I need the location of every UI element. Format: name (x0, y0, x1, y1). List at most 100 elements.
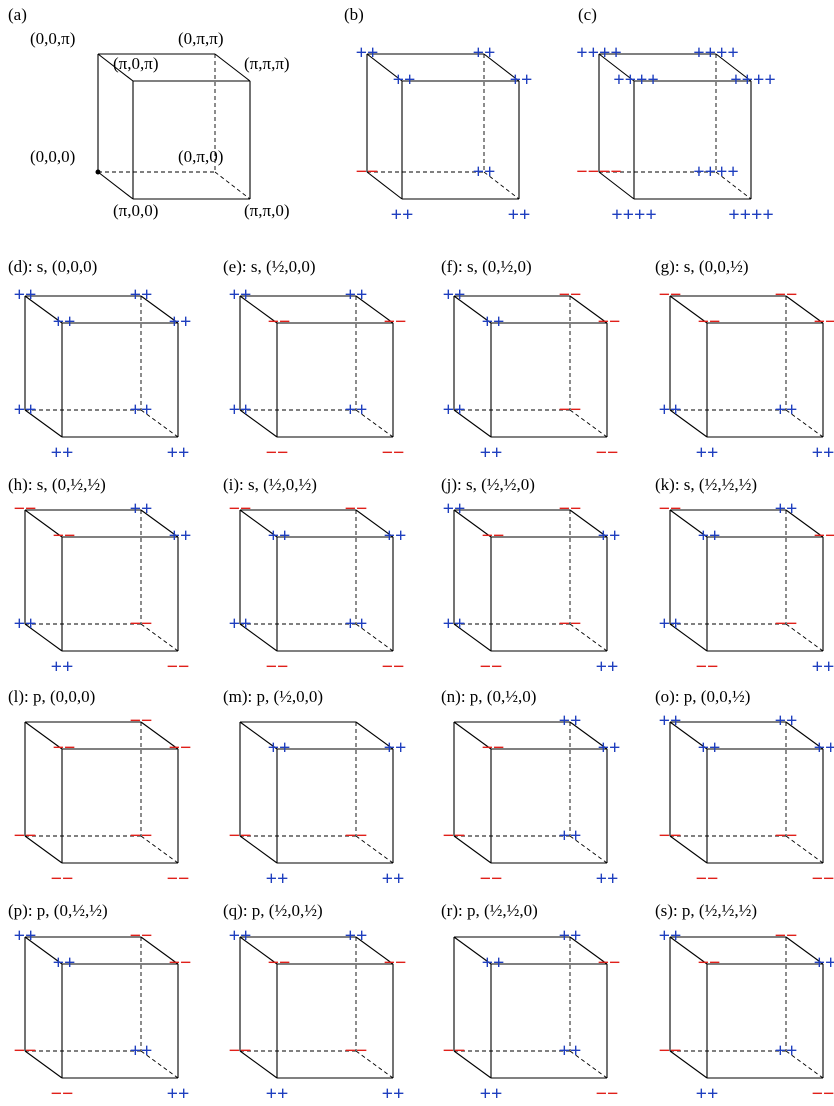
panel-b-ftr-sign: ++ (510, 69, 533, 91)
corner-label-front-bottom-left: (π,0,0) (113, 201, 158, 220)
corner-label-front-bottom-right: (π,π,0) (244, 201, 290, 220)
panel-label: (e): s, (½,0,0) (223, 257, 316, 276)
panel-j-bl-sign: ++ (443, 613, 466, 635)
panel-a-label: (a) (8, 5, 27, 24)
panel-m: (m): p, (½,0,0)++++−−−−++++ (223, 687, 406, 890)
panel-e-ftl-sign: −− (268, 311, 291, 333)
panel-f-ftr-sign: −− (598, 311, 621, 333)
panel-o-ftl-sign: ++ (698, 737, 721, 759)
panel-label: (i): s, (½,0,½) (223, 475, 317, 494)
corner-label-front-top-left: (π,0,π) (113, 54, 159, 73)
panel-n-fbr-sign: ++ (596, 868, 619, 890)
panel-m-br-sign: −− (345, 825, 368, 847)
panel-c-tl-sign: ++++ (576, 42, 622, 64)
panel-b-br-sign: ++ (473, 161, 496, 183)
panel-c-fbl-sign: ++++ (611, 204, 657, 226)
panel-label: (l): p, (0,0,0) (8, 687, 95, 706)
panel-h-tl-sign: −− (14, 498, 37, 520)
panel-q-ftr-sign: −− (384, 952, 407, 974)
panel-q: (q): p, (½,0,½)++++−−−−−−−−++++ (223, 901, 406, 1105)
panel-b-fbl-sign: ++ (391, 204, 414, 226)
panel-i-fbl-sign: −− (266, 656, 289, 678)
panel-b-fbr-sign: ++ (508, 204, 531, 226)
panel-i-tl-sign: −− (229, 498, 252, 520)
panel-s-tl-sign: ++ (659, 925, 682, 947)
panel-k-ftl-sign: ++ (698, 525, 721, 547)
panel-l-br-sign: −− (130, 825, 153, 847)
panel-i-fbr-sign: −− (382, 656, 405, 678)
panel-d-br-sign: ++ (130, 399, 153, 421)
panel-s-ftr-sign: ++ (814, 952, 834, 974)
panel-o-br-sign: −− (775, 825, 798, 847)
panel-m-ftr-sign: ++ (384, 737, 407, 759)
panel-k-bl-sign: ++ (659, 613, 682, 635)
panel-h: (h): s, (0,½,½)−−++−−++++−−++−− (8, 475, 191, 678)
panel-e-bl-sign: ++ (229, 399, 252, 421)
panel-d-fbl-sign: ++ (51, 442, 74, 464)
panel-c-bl-sign: −−−− (576, 161, 622, 183)
panel-label: (n): p, (0,½,0) (441, 687, 536, 706)
panel-j-br-sign: −− (559, 613, 582, 635)
panel-g-ftl-sign: −− (698, 311, 721, 333)
panel-s: (s): p, (½,½,½)++−−−−++−−++++−− (655, 901, 834, 1105)
panel-f-bl-sign: ++ (443, 399, 466, 421)
panel-c-ftl-sign: ++++ (613, 69, 659, 91)
panel-m-ftl-sign: ++ (268, 737, 291, 759)
panel-g-tl-sign: −− (659, 284, 682, 306)
panel-p-fbl-sign: −− (51, 1083, 74, 1105)
panel-i: (i): s, (½,0,½)−−−−++++++++−−−− (223, 475, 406, 678)
panel-l-fbr-sign: −− (167, 868, 190, 890)
panel-j-ftr-sign: ++ (598, 525, 621, 547)
panel-n-tr-sign: ++ (559, 710, 582, 732)
panel-i-ftl-sign: ++ (268, 525, 291, 547)
corner-label-front-top-right: (π,π,π) (244, 54, 290, 73)
panel-j-tl-sign: ++ (443, 498, 466, 520)
panel-o-fbl-sign: −− (696, 868, 719, 890)
panel-n-br-sign: ++ (559, 825, 582, 847)
panel-h-ftr-sign: ++ (169, 525, 192, 547)
panel-e-fbr-sign: −− (382, 442, 405, 464)
panel-q-tl-sign: ++ (229, 925, 252, 947)
panel-h-ftl-sign: −− (53, 525, 76, 547)
panel-n-ftr-sign: ++ (598, 737, 621, 759)
panel-s-tr-sign: −− (775, 925, 798, 947)
panel-r-bl-sign: −− (443, 1040, 466, 1062)
panel-label: (o): p, (0,0,½) (655, 687, 750, 706)
panel-g-tr-sign: −− (775, 284, 798, 306)
panel-c: (c)++++++++++++++++−−−−++++++++++++ (576, 5, 776, 226)
panel-s-bl-sign: −− (659, 1040, 682, 1062)
panel-r-ftl-sign: ++ (482, 952, 505, 974)
panel-o-tl-sign: ++ (659, 710, 682, 732)
panel-p-fbr-sign: ++ (167, 1083, 190, 1105)
panel-j-fbr-sign: ++ (596, 656, 619, 678)
panel-s-br-sign: ++ (775, 1040, 798, 1062)
panel-r-tr-sign: ++ (559, 925, 582, 947)
panel-c-br-sign: ++++ (693, 161, 739, 183)
panel-j: (j): s, (½,½,0)++−−−−++++−−−−++ (441, 475, 620, 678)
panel-i-tr-sign: −− (345, 498, 368, 520)
panel-k-br-sign: −− (775, 613, 798, 635)
panel-m-fbr-sign: ++ (382, 868, 405, 890)
panel-label: (p): p, (0,½,½) (8, 901, 108, 920)
panel-g-fbr-sign: ++ (812, 442, 834, 464)
panel-n-fbl-sign: −− (480, 868, 503, 890)
panel-s-ftl-sign: −− (698, 952, 721, 974)
corner-label-back-top-left: (0,0,π) (30, 29, 75, 48)
panel-d-tl-sign: ++ (14, 284, 37, 306)
panel-label: (j): s, (½,½,0) (441, 475, 535, 494)
panel-e-tl-sign: ++ (229, 284, 252, 306)
panel-f-tr-sign: −− (559, 284, 582, 306)
panel-o-bl-sign: −− (659, 825, 682, 847)
panel-r-ftr-sign: −− (598, 952, 621, 974)
panel-h-bl-sign: ++ (14, 613, 37, 635)
panel-l-fbl-sign: −− (51, 868, 74, 890)
panel-g: (g): s, (0,0,½)−−−−−−−−++++++++ (655, 257, 834, 464)
panel-r: (r): p, (½,½,0)++++−−−−++++−− (441, 901, 620, 1105)
panel-p-br-sign: ++ (130, 1040, 153, 1062)
panel-q-fbr-sign: ++ (382, 1083, 405, 1105)
panel-label: (h): s, (0,½,½) (8, 475, 106, 494)
panel-label: (k): s, (½,½,½) (655, 475, 757, 494)
panel-i-br-sign: ++ (345, 613, 368, 635)
panel-b-tr-sign: ++ (473, 42, 496, 64)
corner-label-back-bottom-right: (0,π,0) (178, 147, 223, 166)
